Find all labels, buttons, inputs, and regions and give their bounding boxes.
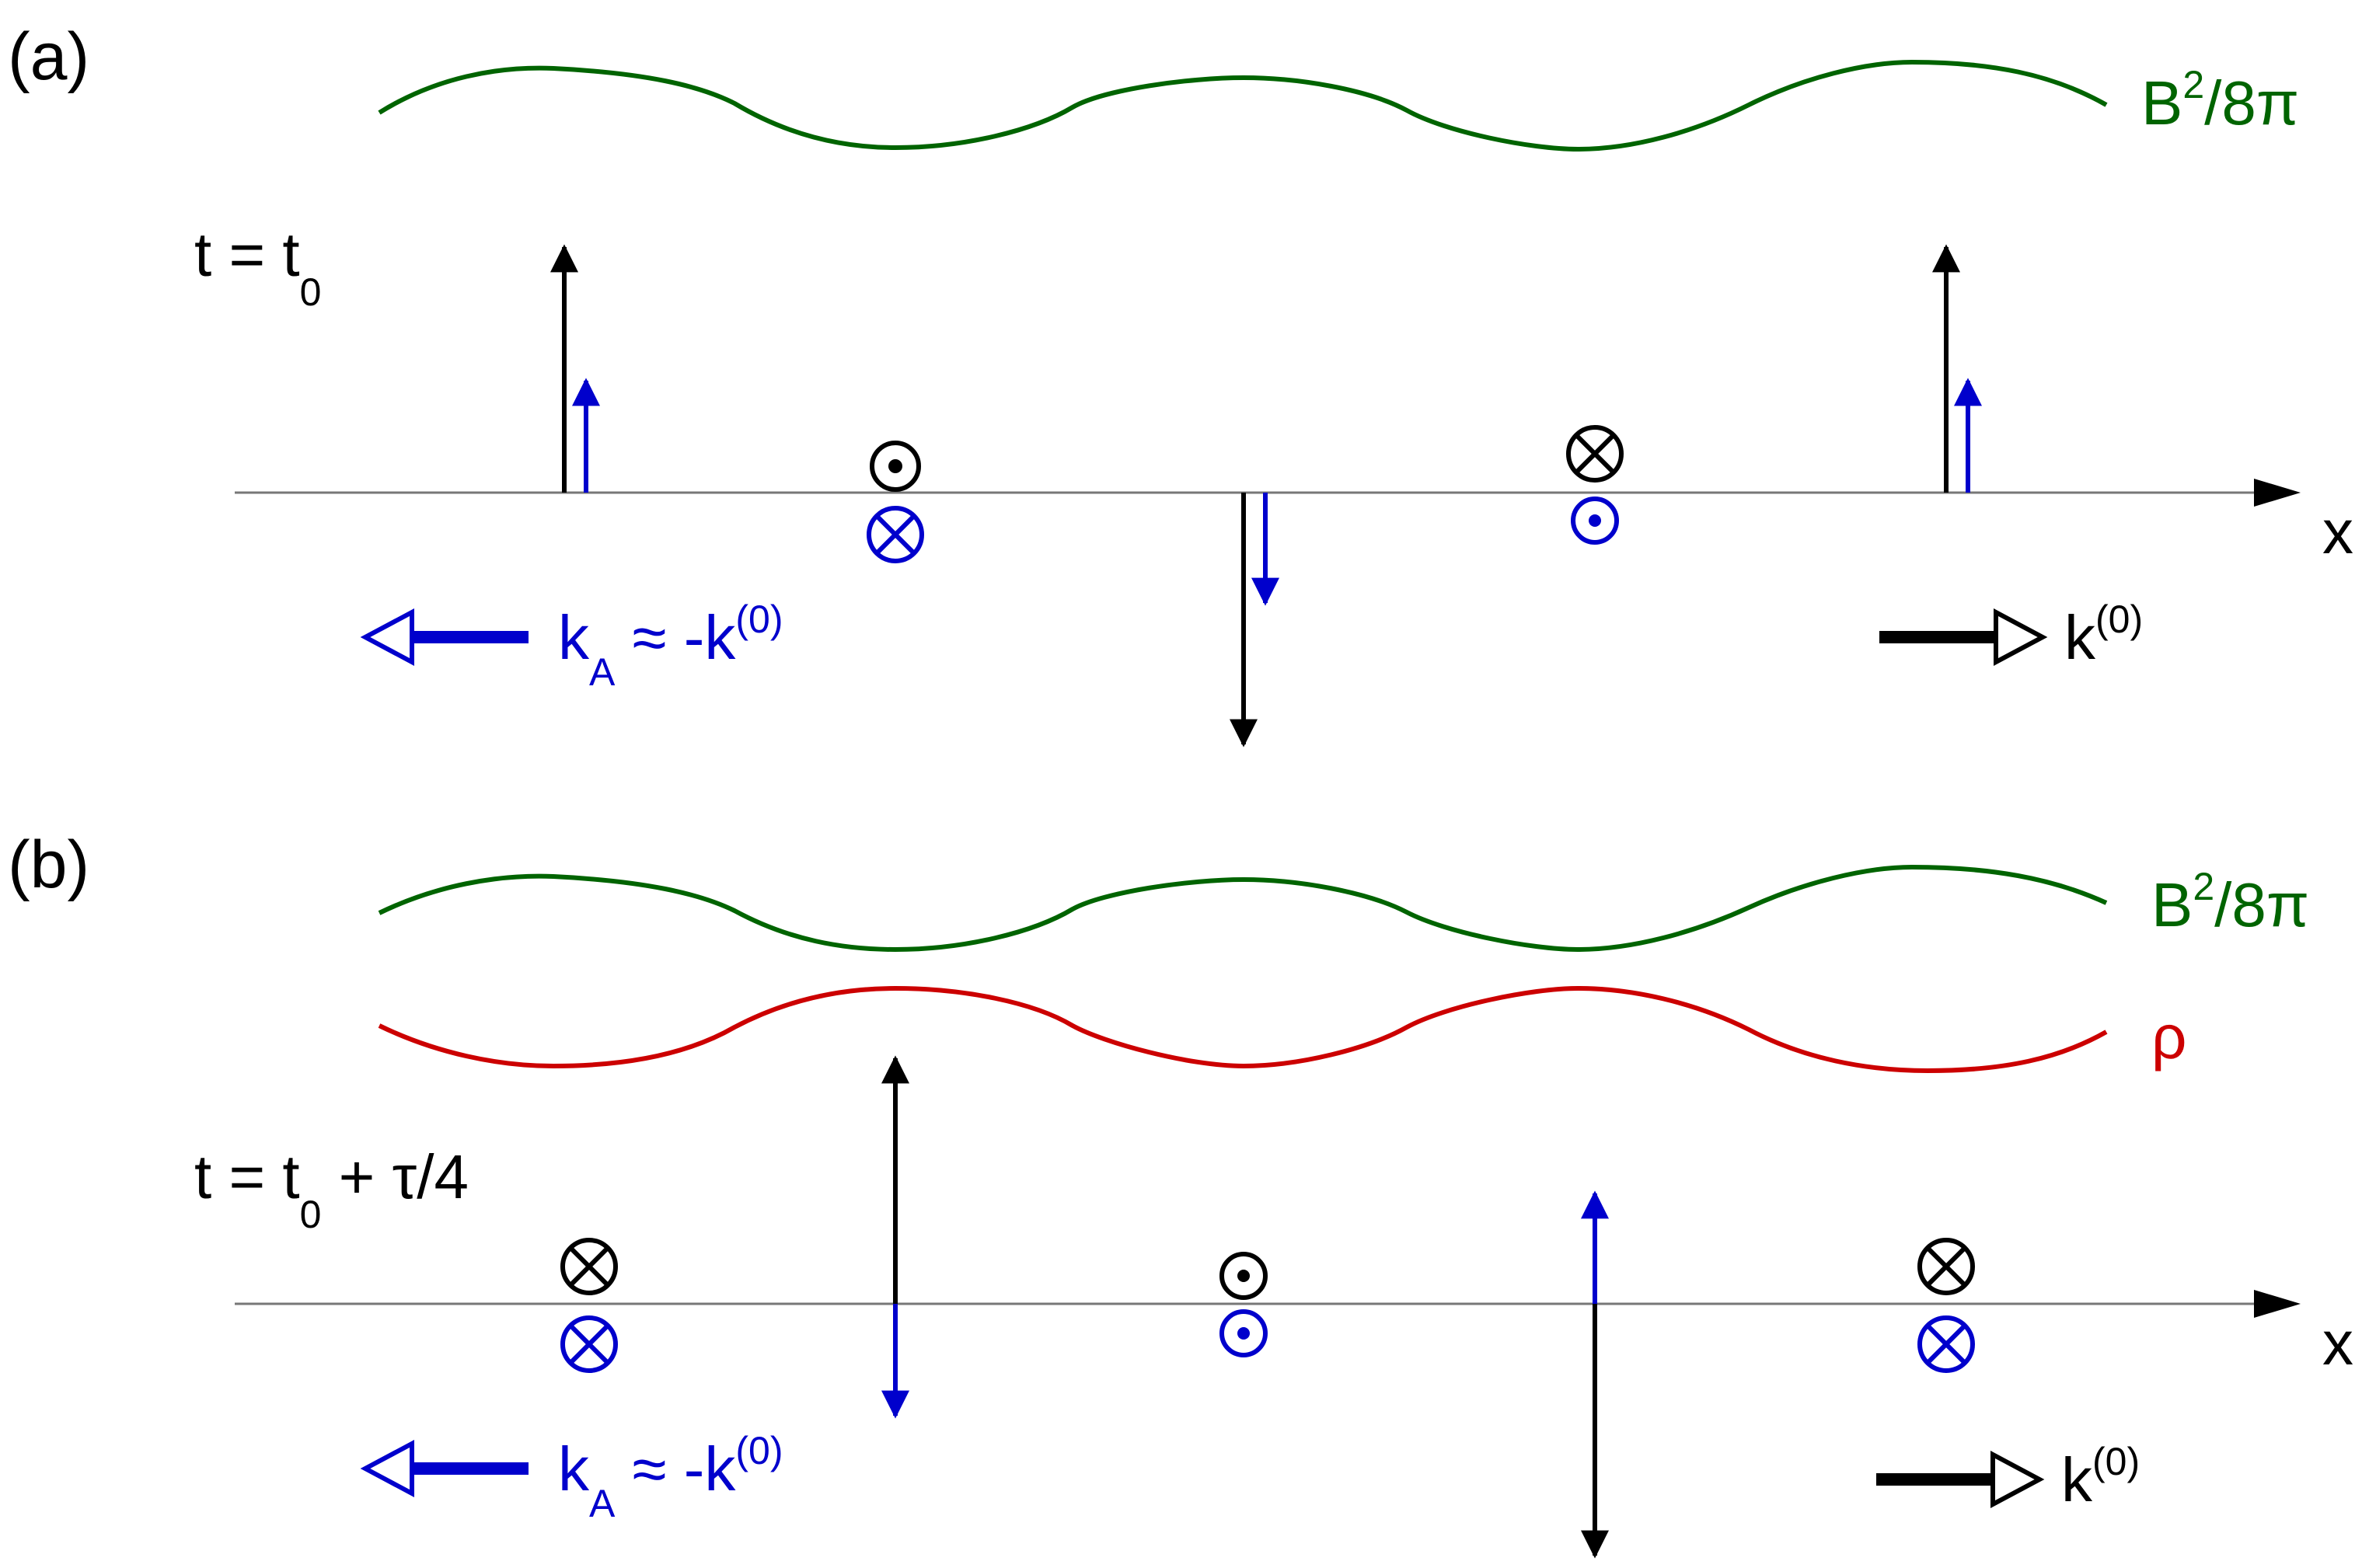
panel-b-k-alfven-arrow [360, 1440, 529, 1497]
panel-a-label: (a) [8, 19, 89, 94]
panel-b-blue-into-page-symbol-2 [1917, 1315, 1975, 1373]
panel-b-k0-label: k(0) [2061, 1440, 2140, 1514]
panel-b-k-alfven-label: kA ≈ -k(0) [558, 1429, 783, 1525]
panel-b-blue-into-page-symbol-1 [560, 1315, 618, 1373]
panel-a-k0-arrow [1879, 608, 2048, 666]
panel-a-x-axis-label: x [2322, 497, 2353, 566]
panel-b-black-into-page-symbol-2 [1917, 1238, 1975, 1295]
panel-a-k0-label: k(0) [2064, 598, 2143, 672]
panel-b-blue-out-of-page-symbol [1219, 1309, 1268, 1357]
panel-a-k-alfven-label: kA ≈ -k(0) [558, 598, 783, 694]
panel-a-black-into-page-symbol [1566, 425, 1624, 483]
panel-b-black-out-of-page-symbol [1219, 1252, 1268, 1300]
panel-a: (a) B2/8π t = t0 x [8, 19, 2353, 747]
panel-a-time-label: t = t0 [194, 220, 321, 314]
panel-b-x-axis-arrowhead [2254, 1290, 2301, 1318]
panel-b-magnetic-pressure-curve [378, 864, 2108, 953]
panel-b-density-curve [378, 985, 2108, 1074]
panel-b-label: (b) [8, 828, 89, 902]
panel-b-x-axis-label: x [2322, 1308, 2353, 1378]
panel-b-k0-arrow [1876, 1451, 2045, 1508]
panel-a-magnetic-pressure-curve [378, 59, 2108, 152]
panel-b-magnetic-pressure-label: B2/8π [2151, 865, 2309, 939]
panel-b: (b) B2/8π ρ t = t0 + τ/4 x [8, 828, 2353, 1559]
panel-a-x-axis-arrowhead [2254, 479, 2301, 507]
panel-b-density-label: ρ [2151, 1002, 2187, 1071]
panel-a-blue-out-of-page-symbol [1571, 497, 1619, 545]
panel-b-time-label: t = t0 + τ/4 [194, 1142, 469, 1236]
panel-a-blue-into-page-symbol [867, 506, 924, 563]
panel-a-magnetic-pressure-label: B2/8π [2141, 63, 2299, 138]
panel-b-black-into-page-symbol-1 [560, 1238, 618, 1295]
panel-a-black-out-of-page-symbol [870, 441, 921, 492]
panel-a-k-alfven-arrow [360, 608, 529, 666]
